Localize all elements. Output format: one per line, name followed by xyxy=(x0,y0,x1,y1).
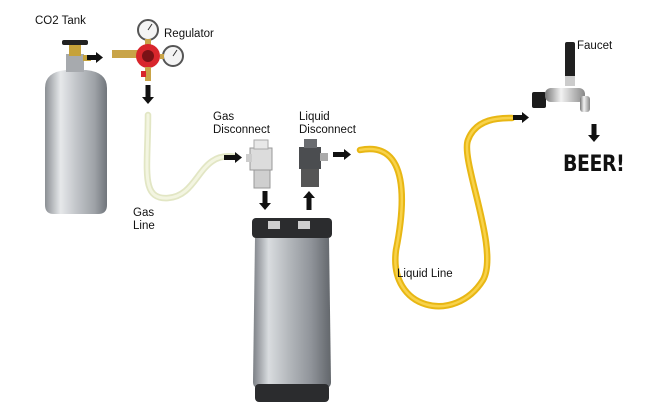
label-beer: BEER! xyxy=(563,152,625,177)
label-co2-tank: CO2 Tank xyxy=(35,15,86,27)
arrow-to-gas-disconnect xyxy=(224,152,242,163)
liquid-disconnect xyxy=(299,139,328,187)
label-gas-disconnect: Gas Disconnect xyxy=(213,111,270,136)
label-gas-line: Gas Line xyxy=(133,207,155,232)
arrow-faucet-down xyxy=(588,124,600,142)
flow-arrows xyxy=(87,52,600,210)
label-liquid-disconnect: Liquid Disconnect xyxy=(299,111,356,136)
arrow-keg-up-to-liquid xyxy=(303,191,315,210)
arrow-regulator-down xyxy=(142,85,154,104)
faucet xyxy=(532,42,590,112)
keg xyxy=(252,218,332,402)
gas-disconnect xyxy=(246,139,273,189)
label-liquid-line: Liquid Line xyxy=(397,268,453,280)
arrow-to-faucet xyxy=(513,112,529,123)
co2-tank xyxy=(45,40,107,214)
arrow-gas-down-to-keg xyxy=(259,191,271,210)
label-faucet: Faucet xyxy=(577,40,613,52)
arrow-tank-to-regulator xyxy=(87,52,103,63)
regulator xyxy=(112,19,184,81)
arrow-liquid-disconnect-out xyxy=(333,149,351,160)
label-regulator: Regulator xyxy=(164,28,214,40)
